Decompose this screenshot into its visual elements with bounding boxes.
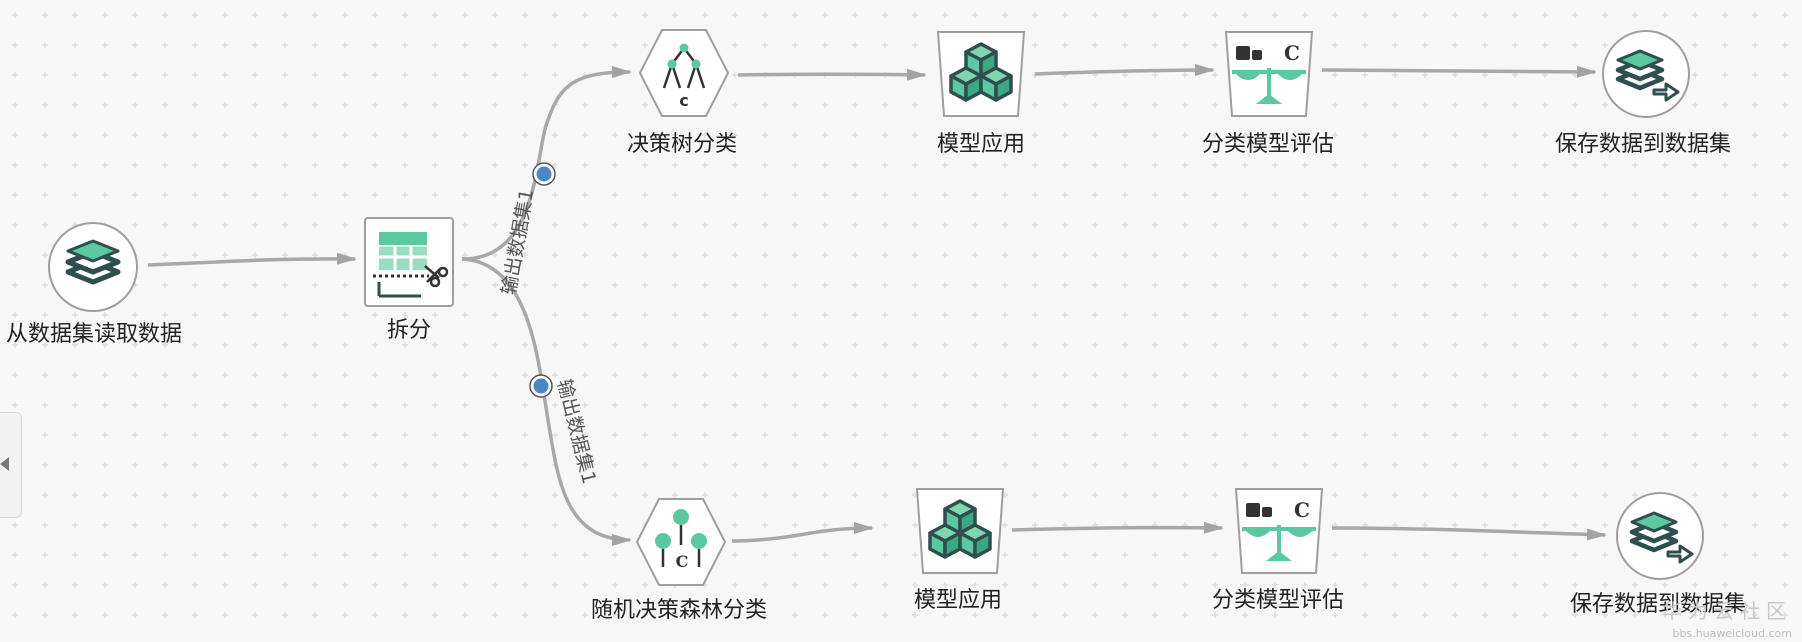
side-panel-toggle[interactable]	[0, 412, 22, 518]
output-port-2[interactable]	[530, 375, 552, 397]
node-label-model-apply-1: 模型应用	[936, 132, 1026, 157]
node-label-eval-1: 分类模型评估	[1201, 132, 1335, 157]
edge-random-forest-to-apply-2[interactable]	[731, 522, 874, 543]
edge-read-to-split[interactable]	[147, 252, 357, 267]
output-port-1-ring	[532, 162, 556, 186]
edge-split-to-decision-tree[interactable]	[461, 66, 632, 261]
model-apply-icon-2[interactable]	[913, 485, 1007, 577]
node-label-save-2: 保存数据到数据集	[1569, 592, 1747, 617]
edge-split-to-random-forest[interactable]	[461, 257, 632, 546]
edge-eval-2-to-save-2[interactable]	[1331, 526, 1607, 541]
output-port-2-ring	[529, 374, 553, 398]
eval-icon-2[interactable]: C	[1232, 485, 1326, 577]
decision-tree-icon[interactable]: c	[638, 28, 730, 118]
eval-icon-1-letter: C	[1284, 41, 1300, 65]
eval-icon-1[interactable]: C	[1222, 28, 1316, 120]
model-apply-icon-1[interactable]	[934, 28, 1028, 120]
save-dataset-icon-1[interactable]	[1600, 28, 1692, 120]
node-label-save-1: 保存数据到数据集	[1554, 132, 1732, 157]
dataset-icon[interactable]	[46, 220, 140, 314]
decision-tree-icon-letter: c	[679, 91, 688, 110]
node-label-read-dataset: 从数据集读取数据	[5, 322, 183, 347]
node-label-eval-2: 分类模型评估	[1211, 588, 1345, 613]
node-label-random-forest: 随机决策森林分类	[590, 598, 768, 623]
save-dataset-icon-2[interactable]	[1614, 490, 1706, 582]
node-label-split: 拆分	[386, 318, 432, 343]
split-icon[interactable]	[363, 216, 455, 308]
edge-decision-tree-to-apply-1[interactable]	[737, 68, 927, 81]
output-port-1[interactable]	[533, 163, 555, 185]
eval-icon-2-letter: C	[1294, 498, 1310, 522]
watermark-url: bbs.huaweicloud.com	[1672, 627, 1792, 640]
edge-apply-2-to-eval-2[interactable]	[1011, 521, 1224, 534]
collapse-arrow-icon	[0, 457, 9, 471]
node-label-model-apply-2: 模型应用	[913, 588, 1003, 613]
random-forest-icon[interactable]: C	[635, 497, 727, 587]
watermark: 华为云社区	[1662, 599, 1792, 623]
edge-eval-1-to-save-1[interactable]	[1321, 65, 1597, 78]
edge-apply-1-to-eval-1[interactable]	[1034, 64, 1215, 77]
random-forest-icon-letter: C	[676, 552, 689, 571]
node-label-decision-tree: 决策树分类	[626, 132, 738, 157]
